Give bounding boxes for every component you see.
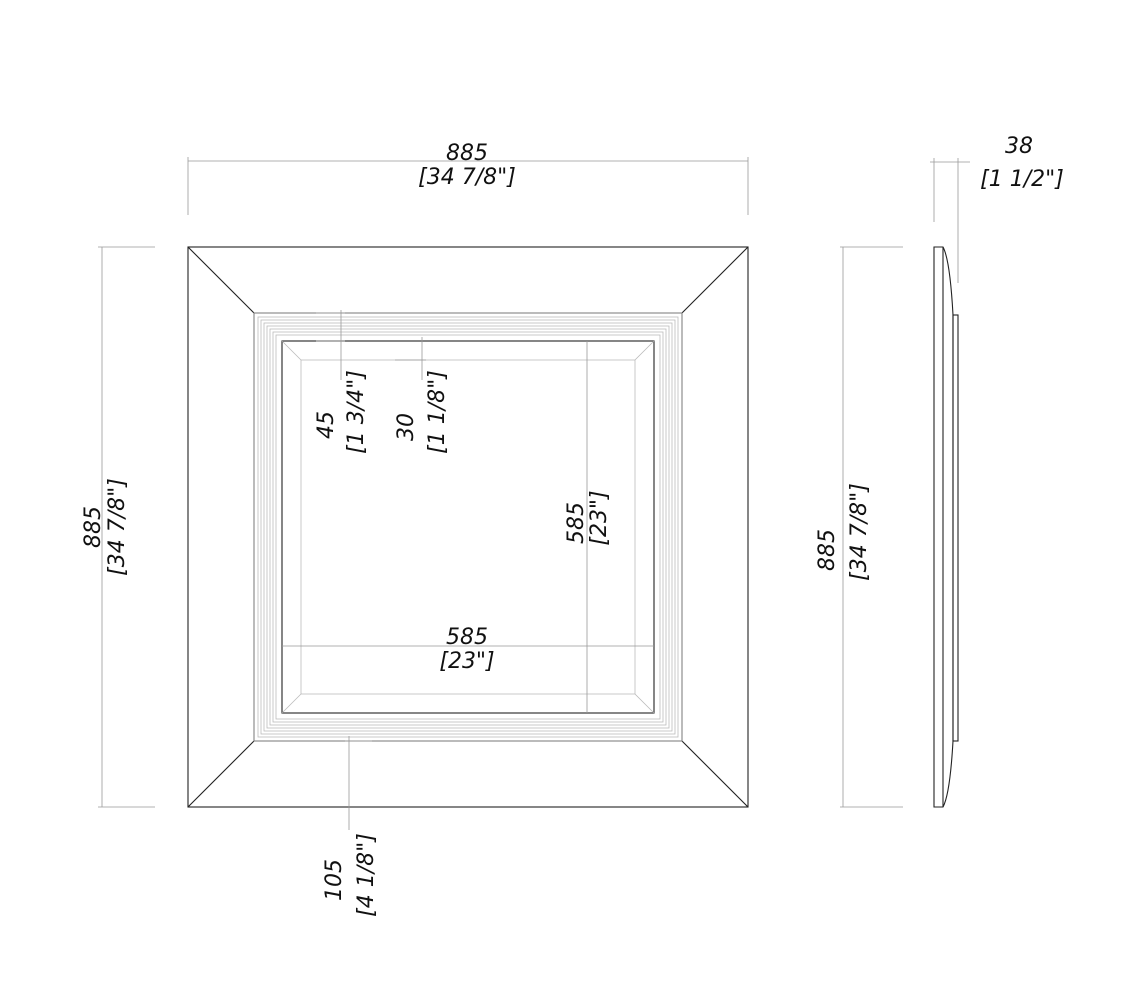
width-mm: 885 <box>446 141 488 166</box>
width-dimension: 885 [34 7/8"] <box>187 141 749 215</box>
side-back-panel <box>952 314 959 742</box>
frame-width-inch: [4 1/8"] <box>354 833 379 917</box>
frame-miter-lines <box>187 246 749 808</box>
opening-width-mm: 585 <box>446 625 488 650</box>
front-view: 885 [34 7/8"] 885 [34 7/8"] 45 [1 3/4"] … <box>81 141 749 917</box>
molding-mm: 45 <box>314 411 339 439</box>
inner-opening <box>281 340 655 714</box>
opening-height-inch: [23"] <box>587 490 612 545</box>
opening-height-mm: 585 <box>564 502 589 544</box>
width-inch: [34 7/8"] <box>418 165 516 190</box>
molding-lines <box>253 312 683 742</box>
height-inch: [34 7/8"] <box>105 478 130 576</box>
opening-width-dimension: 585 [23"] <box>282 625 654 674</box>
height-mm: 885 <box>81 506 106 548</box>
opening-height-dimension: 585 [23"] <box>564 341 612 713</box>
depth-dimension: 38 [1 1/2"] <box>930 134 1064 283</box>
lip-inch: [1 1/8"] <box>425 370 450 454</box>
lip-dimension: 30 [1 1/8"] <box>394 337 450 454</box>
lip-mm: 30 <box>394 413 419 441</box>
frame-width-dimension: 105 [4 1/8"] <box>322 736 379 917</box>
height-dimension: 885 [34 7/8"] <box>81 246 155 808</box>
side-height-dimension: 885 [34 7/8"] <box>815 246 903 808</box>
side-view: 885 [34 7/8"] 38 [1 1/2"] <box>815 134 1064 808</box>
inner-lip <box>300 359 636 695</box>
molding-dimension: 45 [1 3/4"] <box>314 310 369 454</box>
side-height-inch: [34 7/8"] <box>847 483 872 581</box>
outer-frame <box>187 246 749 808</box>
molding-inch: [1 3/4"] <box>344 370 369 454</box>
side-height-mm: 885 <box>815 529 840 571</box>
depth-inch: [1 1/2"] <box>980 167 1064 192</box>
depth-mm: 38 <box>1005 134 1033 159</box>
opening-width-inch: [23"] <box>439 649 494 674</box>
frame-width-mm: 105 <box>322 859 347 901</box>
